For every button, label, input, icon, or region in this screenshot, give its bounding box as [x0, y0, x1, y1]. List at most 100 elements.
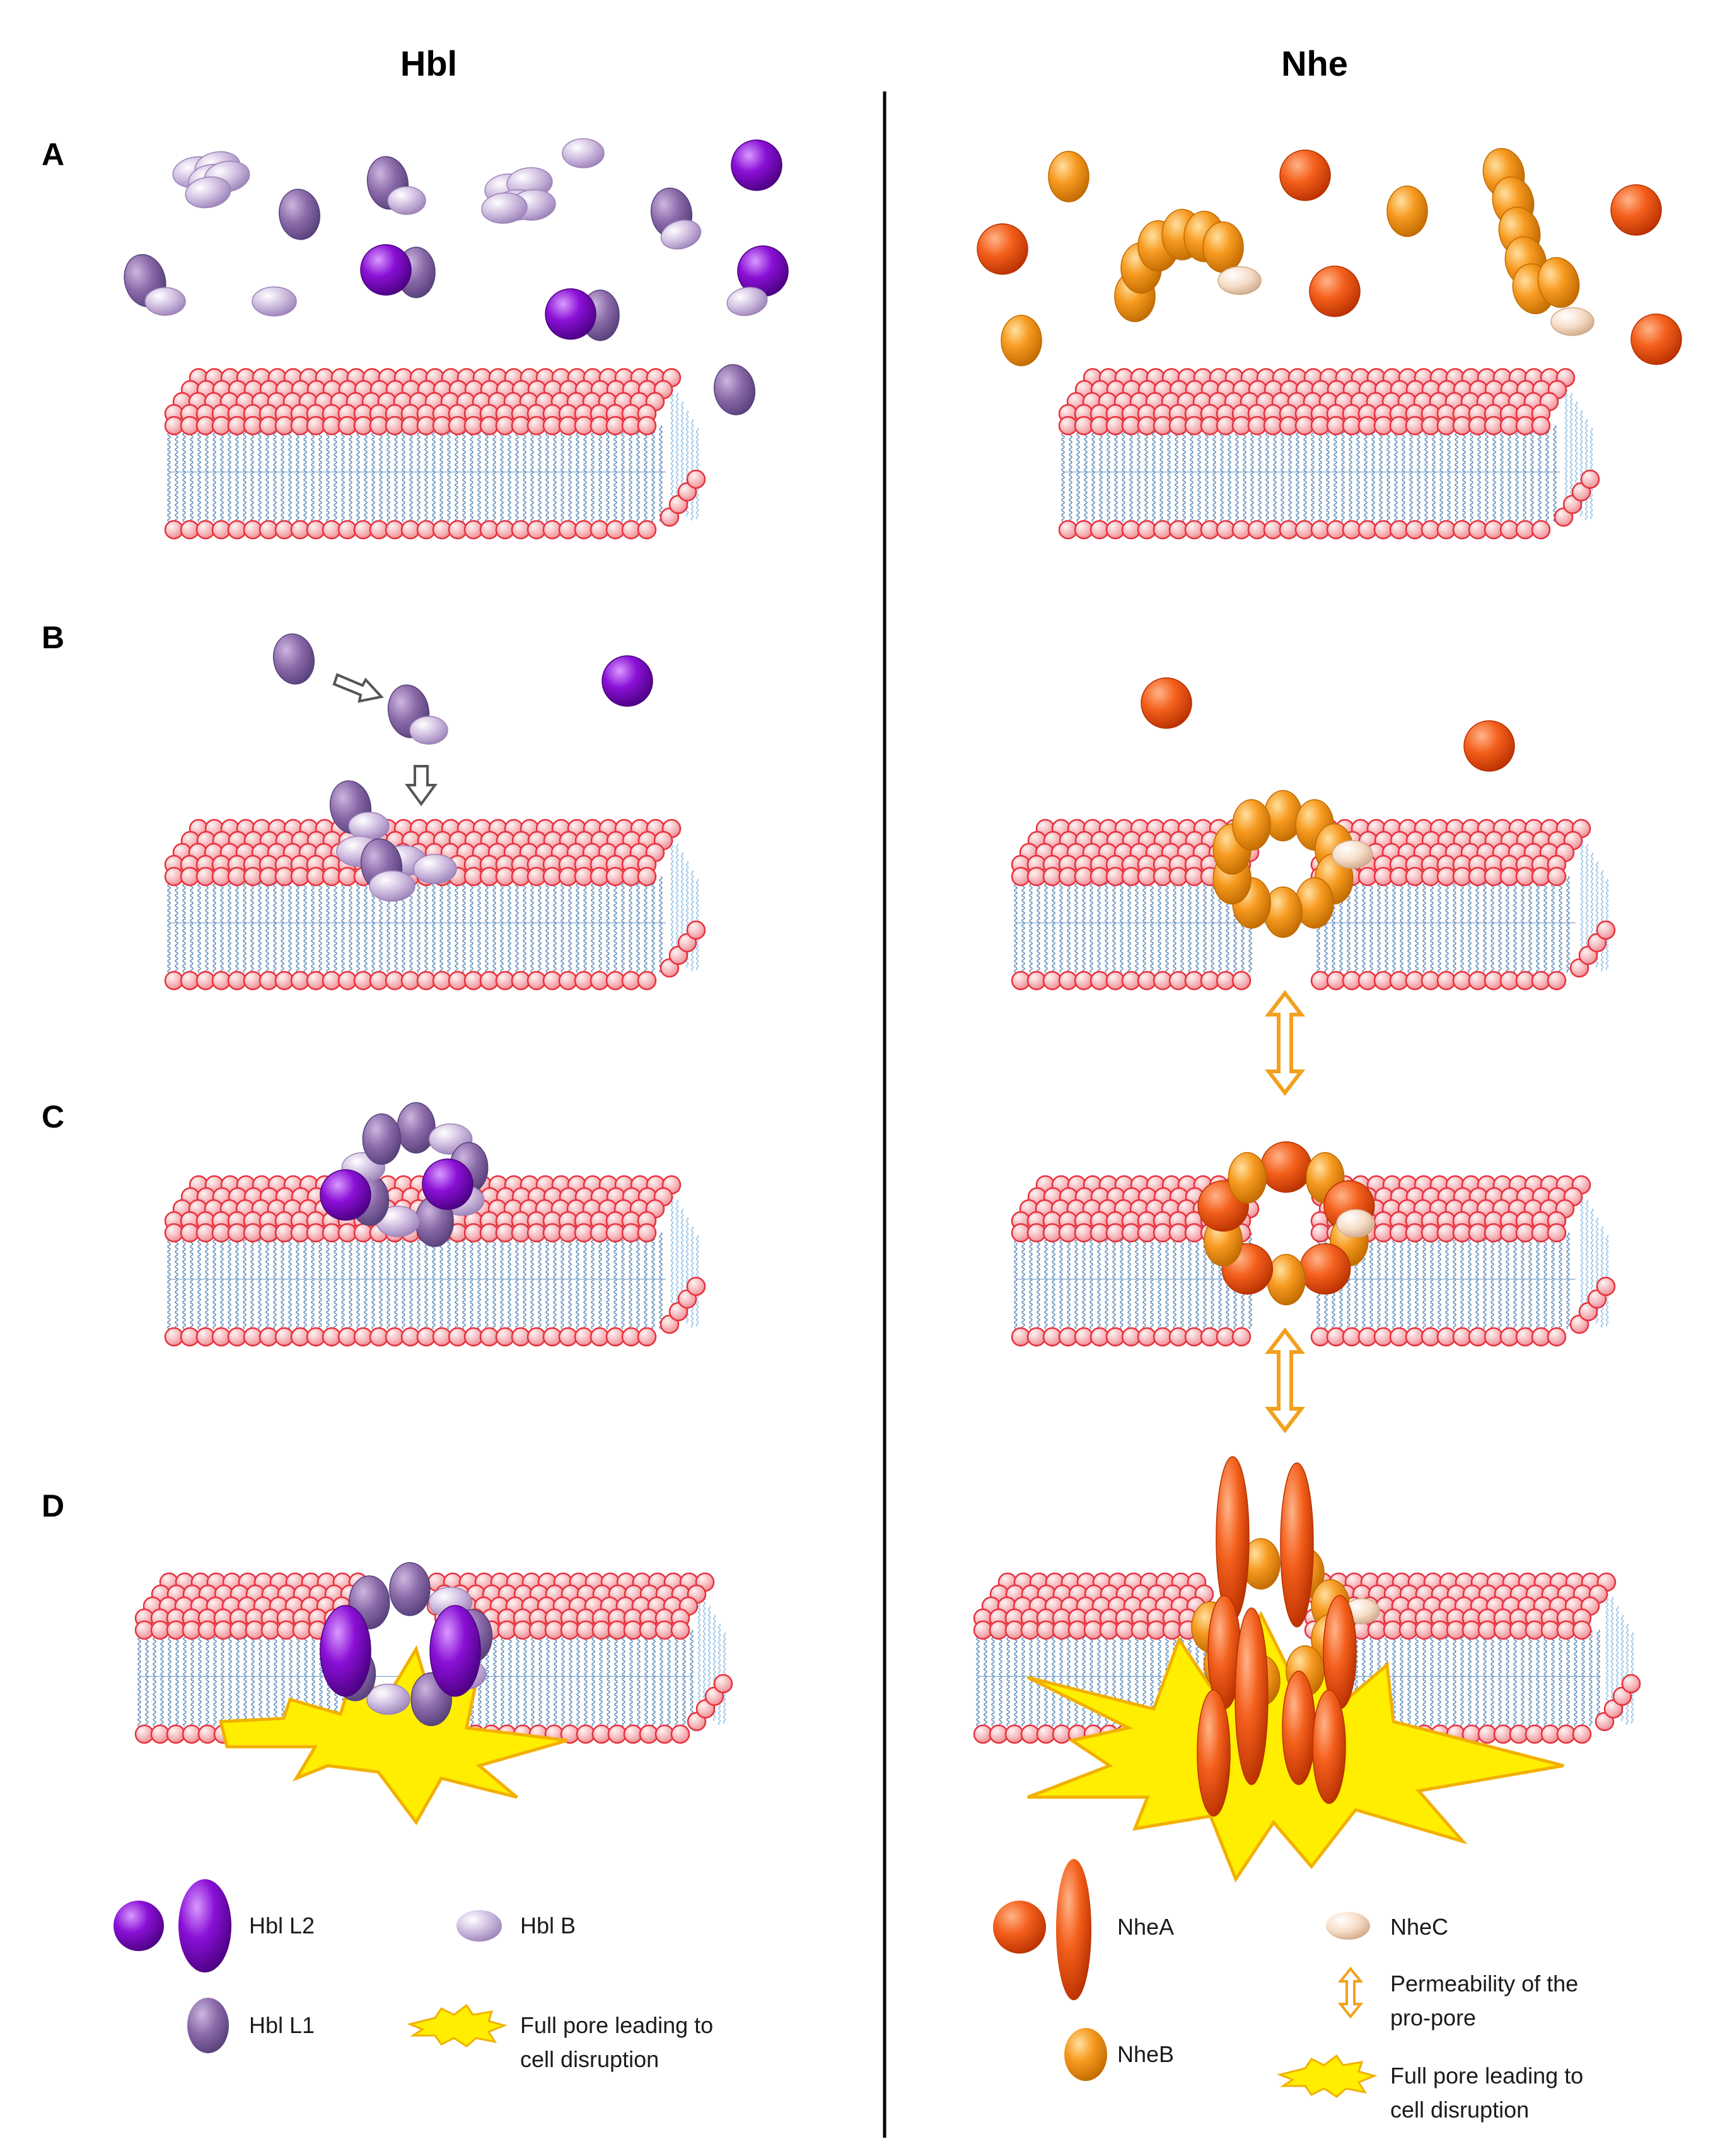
- arrow-down-icon: [405, 765, 438, 807]
- nhea-protein: [1312, 1689, 1346, 1804]
- legend-full-pore-nhe-line1: Full pore leading to: [1390, 2063, 1583, 2089]
- panel-labels: A B C D: [42, 137, 64, 1524]
- lipid-side: [1605, 1588, 1634, 1725]
- legend-nhe: NheA NheC Permeability of the pro-pore N…: [993, 1859, 1583, 2123]
- hbl-l1-protein: [279, 189, 320, 240]
- membranes: [134, 368, 1641, 1744]
- permeability-arrows: [1264, 990, 1306, 1433]
- nheb-protein: [1202, 221, 1244, 273]
- panel-label-d: D: [42, 1488, 64, 1524]
- nheb-protein: [1228, 1152, 1267, 1204]
- hbl-b-protein: [481, 192, 528, 224]
- proteins: [124, 138, 1682, 1817]
- full-pore-burst-icon: [1277, 2054, 1378, 2098]
- lipid-tails: [1061, 425, 1560, 522]
- hbl-l2-protein: [545, 288, 596, 340]
- nheb-icon: [1064, 2028, 1107, 2081]
- legend-permeability-line1: Permeability of the: [1390, 1971, 1578, 1996]
- legend-nhea-label: NheA: [1117, 1914, 1174, 1940]
- lipid-tails: [167, 425, 666, 522]
- lipid-heads: [164, 368, 706, 540]
- hbl-l2-protein: [320, 1605, 371, 1697]
- nhea-protein: [1463, 720, 1515, 772]
- nhea-protein: [1260, 1141, 1312, 1193]
- permeability-arrow-icon: [1264, 990, 1306, 1096]
- hbl-l2-protein: [320, 1169, 371, 1221]
- hbl-l1-protein: [389, 1562, 431, 1616]
- hbl-b-protein: [366, 1683, 410, 1715]
- panel-label-b: B: [42, 620, 64, 655]
- hbl-b-protein: [369, 870, 415, 902]
- nhea-protein: [1141, 677, 1192, 729]
- nhec-protein: [1336, 1209, 1375, 1238]
- legend-full-pore-line1: Full pore leading to: [520, 2012, 713, 2038]
- lipid-tails: [167, 1232, 666, 1329]
- hbl-l1-icon: [187, 1998, 229, 2053]
- hbl-l1-protein: [397, 1102, 436, 1154]
- nhea-elongated-icon: [1056, 1859, 1091, 2000]
- lipid-bilayer: [164, 819, 706, 991]
- column-titles: Hbl Nhe: [400, 44, 1348, 83]
- hbl-b-protein: [726, 286, 768, 317]
- binding-arrows: [332, 673, 438, 807]
- hbl-b-protein: [660, 219, 702, 250]
- arrow-right-icon: [332, 673, 384, 703]
- nheb-protein: [1537, 257, 1580, 308]
- hbl-l2-protein: [731, 139, 782, 191]
- nhea-protein: [1279, 149, 1331, 201]
- nhec-protein: [1550, 307, 1595, 336]
- column-title-nhe: Nhe: [1281, 44, 1348, 83]
- nhea-protein: [1309, 265, 1361, 317]
- hbl-l2-sphere-icon: [113, 1901, 164, 1951]
- nheb-protein: [1001, 315, 1042, 366]
- hbl-l1-protein: [713, 364, 756, 416]
- hbl-l1-protein: [272, 633, 315, 685]
- nhec-protein: [1217, 266, 1262, 295]
- lipid-bilayer: [164, 1175, 706, 1347]
- hbl-l1-protein: [362, 1113, 402, 1165]
- full-pore-burst-hbl: [218, 1645, 568, 1826]
- nhea-protein: [1235, 1607, 1269, 1785]
- panel-label-c: C: [42, 1099, 64, 1134]
- nheb-protein: [1386, 185, 1428, 237]
- lipid-bilayer: [1058, 368, 1600, 540]
- hbl-l2-elongated-icon: [178, 1879, 231, 1972]
- hbl-b-icon: [456, 1910, 502, 1942]
- legend-full-pore-line2: cell disruption: [520, 2046, 659, 2072]
- nhea-protein: [1610, 184, 1662, 236]
- nhec-icon: [1326, 1912, 1370, 1940]
- hbl-b-protein: [387, 186, 426, 215]
- nhea-sphere-icon: [993, 1901, 1046, 1954]
- hbl-l2-protein: [360, 244, 412, 296]
- permeability-arrow-icon: [1264, 1327, 1306, 1433]
- legend-nhec-label: NheC: [1390, 1914, 1448, 1940]
- legend-permeability-line2: pro-pore: [1390, 2005, 1476, 2031]
- hbl-l2-protein: [429, 1605, 481, 1697]
- hbl-b-protein: [348, 812, 390, 841]
- nhea-protein: [1299, 1243, 1351, 1295]
- hbl-b-protein: [144, 287, 186, 316]
- nheb-protein: [1048, 151, 1090, 202]
- nheb-protein: [1267, 1254, 1306, 1305]
- legend-full-pore-nhe-line2: cell disruption: [1390, 2097, 1529, 2123]
- hbl-b-protein: [409, 716, 448, 745]
- nhea-protein: [1280, 1462, 1314, 1628]
- legend-hbl-l2-label: Hbl L2: [249, 1913, 315, 1938]
- nhea-protein: [1630, 313, 1682, 365]
- nhea-protein: [1197, 1689, 1231, 1817]
- nhea-protein: [1282, 1670, 1316, 1785]
- hbl-b-protein: [413, 854, 457, 884]
- legend-hbl-l1-label: Hbl L1: [249, 2012, 315, 2038]
- hbl-b-protein: [252, 286, 297, 317]
- legend-hbl: Hbl L2 Hbl B Hbl L1 Full pore leading to…: [113, 1879, 713, 2072]
- lipid-heads: [1058, 368, 1600, 540]
- full-pore-burst-icon: [407, 2003, 508, 2048]
- legend-nheb-label: NheB: [1117, 2041, 1174, 2067]
- panel-label-a: A: [42, 137, 64, 172]
- hbl-l2-protein: [601, 655, 653, 707]
- column-title-hbl: Hbl: [400, 44, 457, 83]
- nhea-protein: [977, 223, 1028, 275]
- nheb-protein: [1232, 799, 1271, 851]
- legend-hbl-b-label: Hbl B: [520, 1913, 576, 1938]
